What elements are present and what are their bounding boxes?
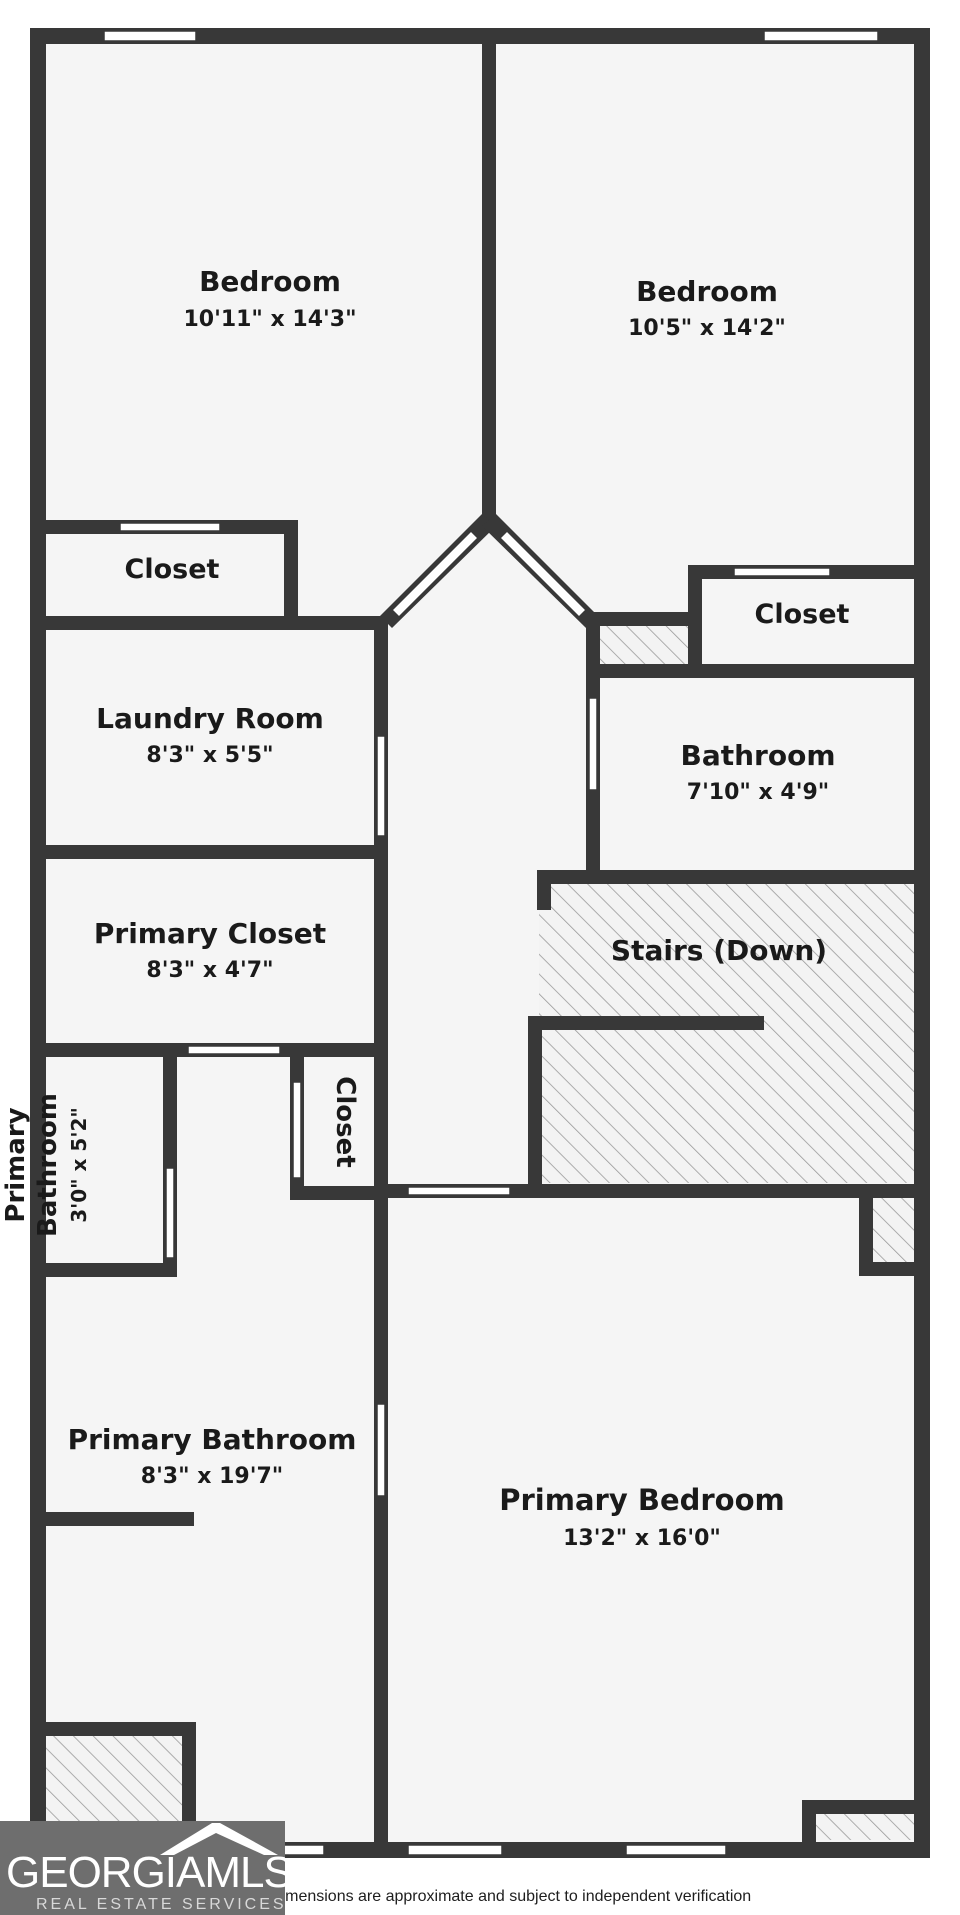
disclaimer-text: Dimensions are approximate and subject t… (270, 1888, 752, 1905)
room-label-bedroom-right: Bedroom (636, 275, 778, 308)
opening-bathroom (588, 697, 598, 791)
wall-chase-right-top (802, 1800, 920, 1814)
room-label-bathroom: Bathroom (680, 739, 835, 772)
window-primary-bedroom-1 (407, 1844, 503, 1856)
opening-small-bath (165, 1167, 175, 1259)
opening-corridor-bottom (407, 1186, 511, 1196)
opening-diagonal-left (390, 529, 480, 619)
room-label-closet-left: Closet (125, 554, 220, 585)
room-label-primary-bath-small-line2: Bathroom (33, 1093, 63, 1237)
room-label-primary-bathroom: Primary Bathroom (68, 1423, 357, 1456)
wall-chase-left-top (40, 1722, 196, 1736)
room-dims-primary-bathroom: 8'3" x 19'7" (141, 1464, 283, 1489)
logo-wordmark: GEORGIAMLS (6, 1848, 285, 1897)
wall-chase-right-side (802, 1800, 816, 1848)
windows (103, 30, 879, 1856)
room-dims-bedroom-left: 10'11" x 14'3" (183, 307, 356, 332)
window-bedroom-right (763, 30, 879, 42)
window-closet-left (119, 522, 221, 532)
wall-stairs-mid (528, 1016, 764, 1030)
room-label-laundry: Laundry Room (96, 702, 324, 735)
exterior-wall-right (914, 28, 930, 1858)
logo-subtitle: REAL ESTATE SERVICES (36, 1896, 285, 1913)
room-label-primary-closet: Primary Closet (94, 917, 326, 950)
room-label-stairs: Stairs (Down) (611, 934, 827, 967)
wall-closet-left-side (284, 520, 298, 620)
room-dims-primary-closet: 8'3" x 4'7" (146, 958, 273, 983)
window-bedroom-left (103, 30, 197, 42)
opening-primary-closet (187, 1045, 281, 1055)
duct-hatch-bottom-left (42, 1730, 188, 1826)
georgia-mls-logo: GEORGIAMLS REAL ESTATE SERVICES (0, 1821, 285, 1915)
wall-corridor-left (374, 616, 388, 1848)
stairs-area (539, 878, 917, 1183)
room-dims-primary-bath-small: 3'0" x 5'2" (67, 1107, 91, 1223)
wall-duct-right-side (859, 1190, 873, 1274)
opening-laundry (376, 735, 386, 837)
wall-small-bath-bottom (40, 1263, 177, 1277)
exterior-wall-left (30, 28, 46, 1858)
room-dims-primary-bedroom: 13'2" x 16'0" (563, 1526, 721, 1551)
room-dims-laundry: 8'3" x 5'5" (146, 743, 273, 768)
room-labels: Bedroom 10'11" x 14'3" Bedroom 10'5" x 1… (1, 265, 850, 1551)
exterior-wall-top (30, 28, 930, 44)
room-label-bedroom-left: Bedroom (199, 265, 341, 298)
wall-bath-stub (40, 1512, 194, 1526)
utility-chase-hatch (597, 622, 690, 669)
wall-stairs-left (537, 870, 551, 910)
wall-laundry-top (40, 616, 386, 630)
opening-primary-bath (376, 1403, 386, 1497)
logo-roof-icon (160, 1823, 278, 1855)
room-label-closet-right: Closet (755, 599, 850, 630)
room-label-primary-bathroom-small: Primary Bathroom 3'0" x 5'2" (1, 1093, 91, 1237)
wall-closet-right-bottom (586, 664, 920, 678)
room-label-primary-bath-small-line1: Primary (1, 1107, 31, 1222)
wall-bedroom-divider (482, 36, 496, 526)
room-label-primary-bedroom: Primary Bedroom (499, 1483, 784, 1517)
room-dims-bathroom: 7'10" x 4'9" (687, 780, 829, 805)
wall-small-closet-bottom (290, 1186, 384, 1200)
hatched-areas (42, 622, 917, 1840)
room-dims-bedroom-right: 10'5" x 14'2" (628, 316, 786, 341)
window-primary-bedroom-2 (625, 1844, 727, 1856)
wall-stairs-left-lower (528, 1016, 542, 1196)
wall-stairs-top (537, 870, 920, 884)
room-label-closet-small: Closet (330, 1076, 360, 1167)
wall-duct-right-bottom (859, 1262, 919, 1276)
opening-small-closet (292, 1081, 302, 1179)
wall-laundry-bottom (40, 845, 380, 859)
window-closet-right (733, 567, 831, 577)
opening-diagonal-right (498, 529, 588, 619)
wall-chase-top (586, 612, 696, 626)
wall-chase-left-side (182, 1722, 196, 1850)
duct-hatch-right (873, 1198, 915, 1266)
